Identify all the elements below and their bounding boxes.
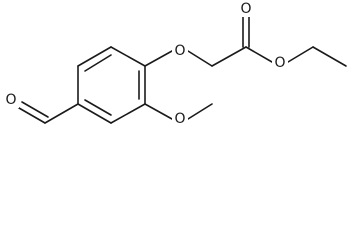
methoxy-group: [144, 103, 213, 120]
ethyl-methyl-bond: [312, 46, 347, 67]
ring-double-bond-c: [84, 99, 112, 116]
benzene-ring: [77, 46, 146, 124]
alkoxy-ethyl-bond: [287, 46, 314, 63]
ester-carbonyl-oxygen-label: O: [240, 1, 251, 17]
chemical-structure-diagram: O O O O O: [3, 1, 347, 127]
ether-oxygen-label: O: [174, 43, 185, 59]
atom-labels: O O O O O: [3, 1, 288, 127]
methoxy-ch3-bond: [187, 103, 213, 120]
methoxy-o-bond: [144, 103, 173, 120]
ring-double-bond-a: [84, 54, 112, 72]
methoxy-oxygen-label: O: [174, 111, 185, 127]
ring-bond-1: [77, 46, 112, 67]
ether-ch2-bond: [187, 50, 213, 67]
aryl-ether-bond: [144, 50, 173, 67]
aldehyde-co-bond-1: [18, 107, 46, 124]
aldehyde-group: [18, 101, 79, 124]
aldehyde-oxygen-label: O: [5, 92, 16, 108]
ring-bond-4: [110, 103, 146, 124]
ch2-carbonyl-bond: [211, 46, 247, 67]
ring-bond-5: [77, 103, 112, 124]
aldehyde-c-bond: [44, 103, 79, 124]
carbonyl-alkoxy-bond: [245, 46, 273, 63]
ring-bond-2: [110, 46, 146, 67]
ester-alkoxy-oxygen-label: O: [274, 55, 285, 71]
ester-chain: [144, 16, 347, 67]
aldehyde-co-bond-2: [21, 101, 49, 118]
